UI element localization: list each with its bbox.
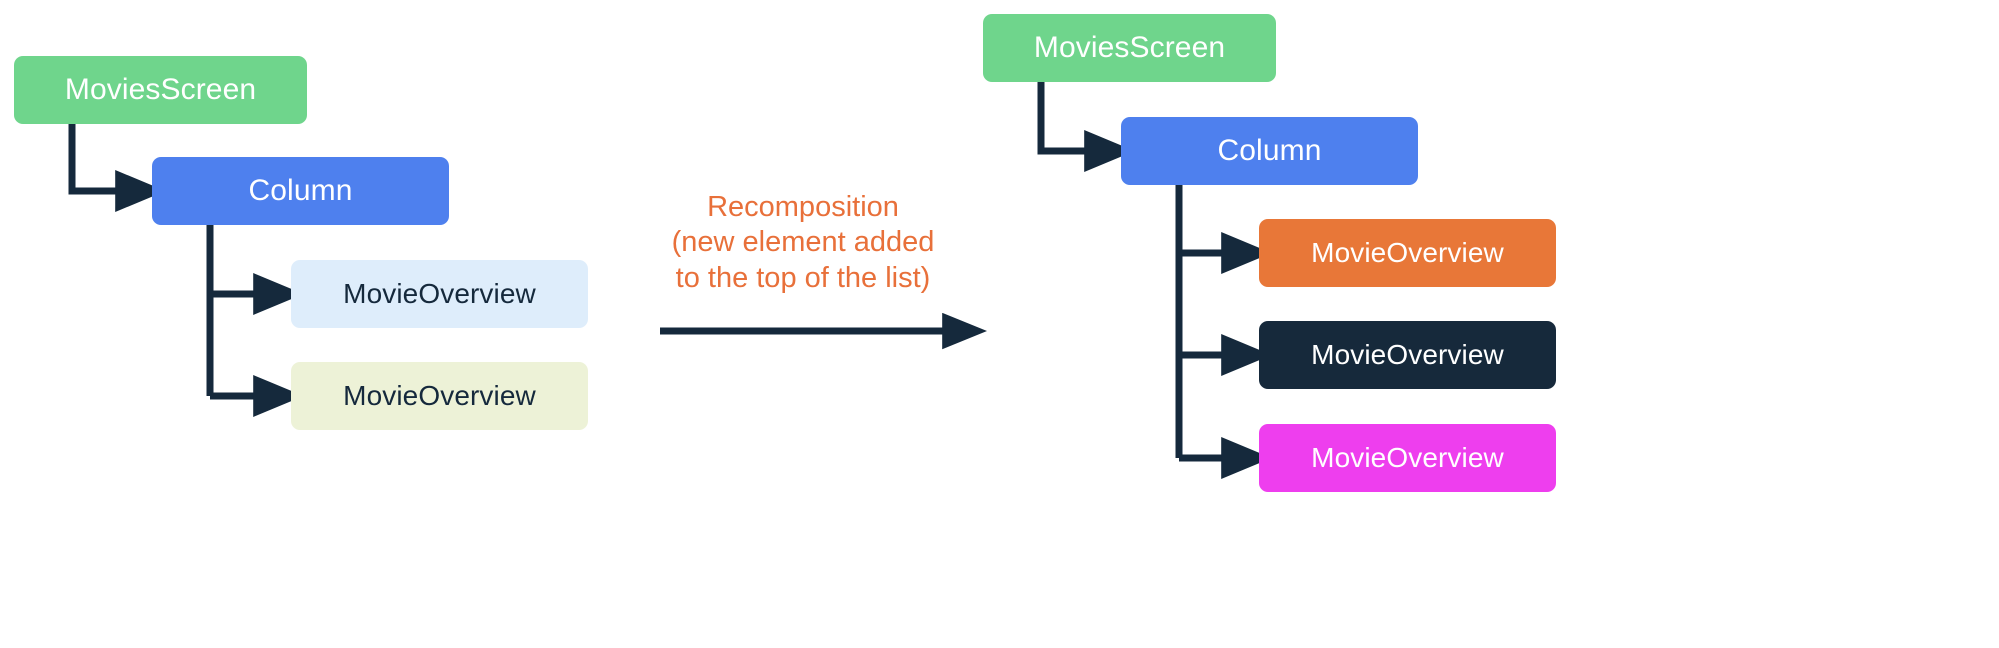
before-node-movie-overview-1-label: MovieOverview (343, 278, 536, 309)
recomposition-caption-line-3: to the top of the list) (675, 261, 931, 294)
before-node-column-label: Column (248, 174, 353, 207)
edge-before-screen-to-column (68, 124, 166, 212)
after-node-column-label: Column (1217, 134, 1322, 167)
after-node-movies-screen-label: MoviesScreen (1033, 31, 1226, 64)
after-node-movie-overview-1-label: MovieOverview (1311, 237, 1504, 268)
recomposition-caption-line-1: Recomposition (707, 191, 899, 223)
after-node-movie-overview-3[interactable]: MovieOverview (1259, 424, 1556, 492)
after-node-movies-screen[interactable]: MoviesScreen (983, 14, 1276, 82)
after-node-column[interactable]: Column (1121, 117, 1418, 185)
before-node-movie-overview-2-label: MovieOverview (343, 380, 536, 411)
before-node-movies-screen-label: MoviesScreen (64, 73, 257, 106)
after-node-movie-overview-2-label: MovieOverview (1311, 339, 1504, 370)
edge-after-screen-to-column (1037, 82, 1135, 172)
recomposition-caption-line-2: (new element added (671, 226, 935, 259)
after-node-movie-overview-2[interactable]: MovieOverview (1259, 321, 1556, 389)
after-node-movie-overview-1[interactable]: MovieOverview (1259, 219, 1556, 287)
before-node-movie-overview-1[interactable]: MovieOverview (291, 260, 588, 328)
recomposition-caption: Recomposition (new element added to the … (660, 190, 946, 296)
after-node-movie-overview-3-label: MovieOverview (1311, 442, 1504, 473)
before-node-column[interactable]: Column (152, 157, 449, 225)
before-node-movies-screen[interactable]: MoviesScreen (14, 56, 307, 124)
before-node-movie-overview-2[interactable]: MovieOverview (291, 362, 588, 430)
